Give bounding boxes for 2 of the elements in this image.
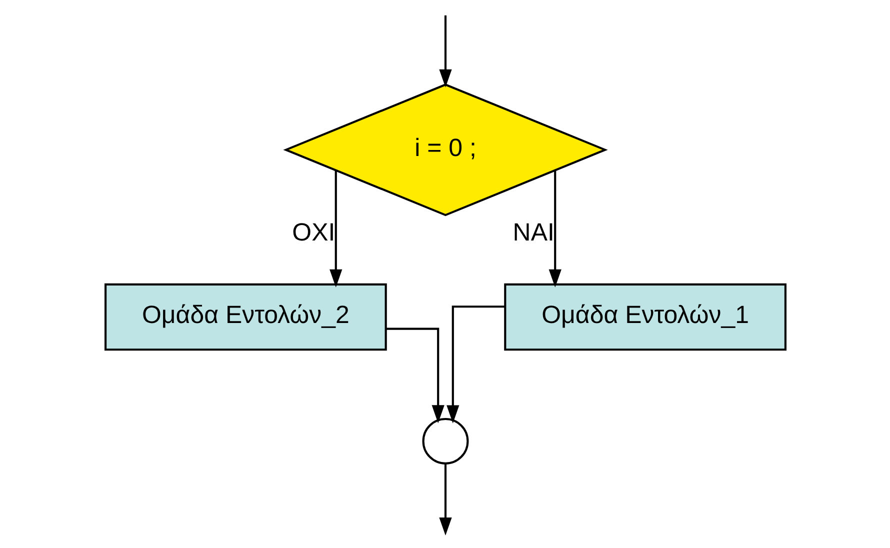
edge-label: ΟΧΙ — [292, 218, 335, 246]
edge-label: ΝΑΙ — [512, 218, 554, 246]
